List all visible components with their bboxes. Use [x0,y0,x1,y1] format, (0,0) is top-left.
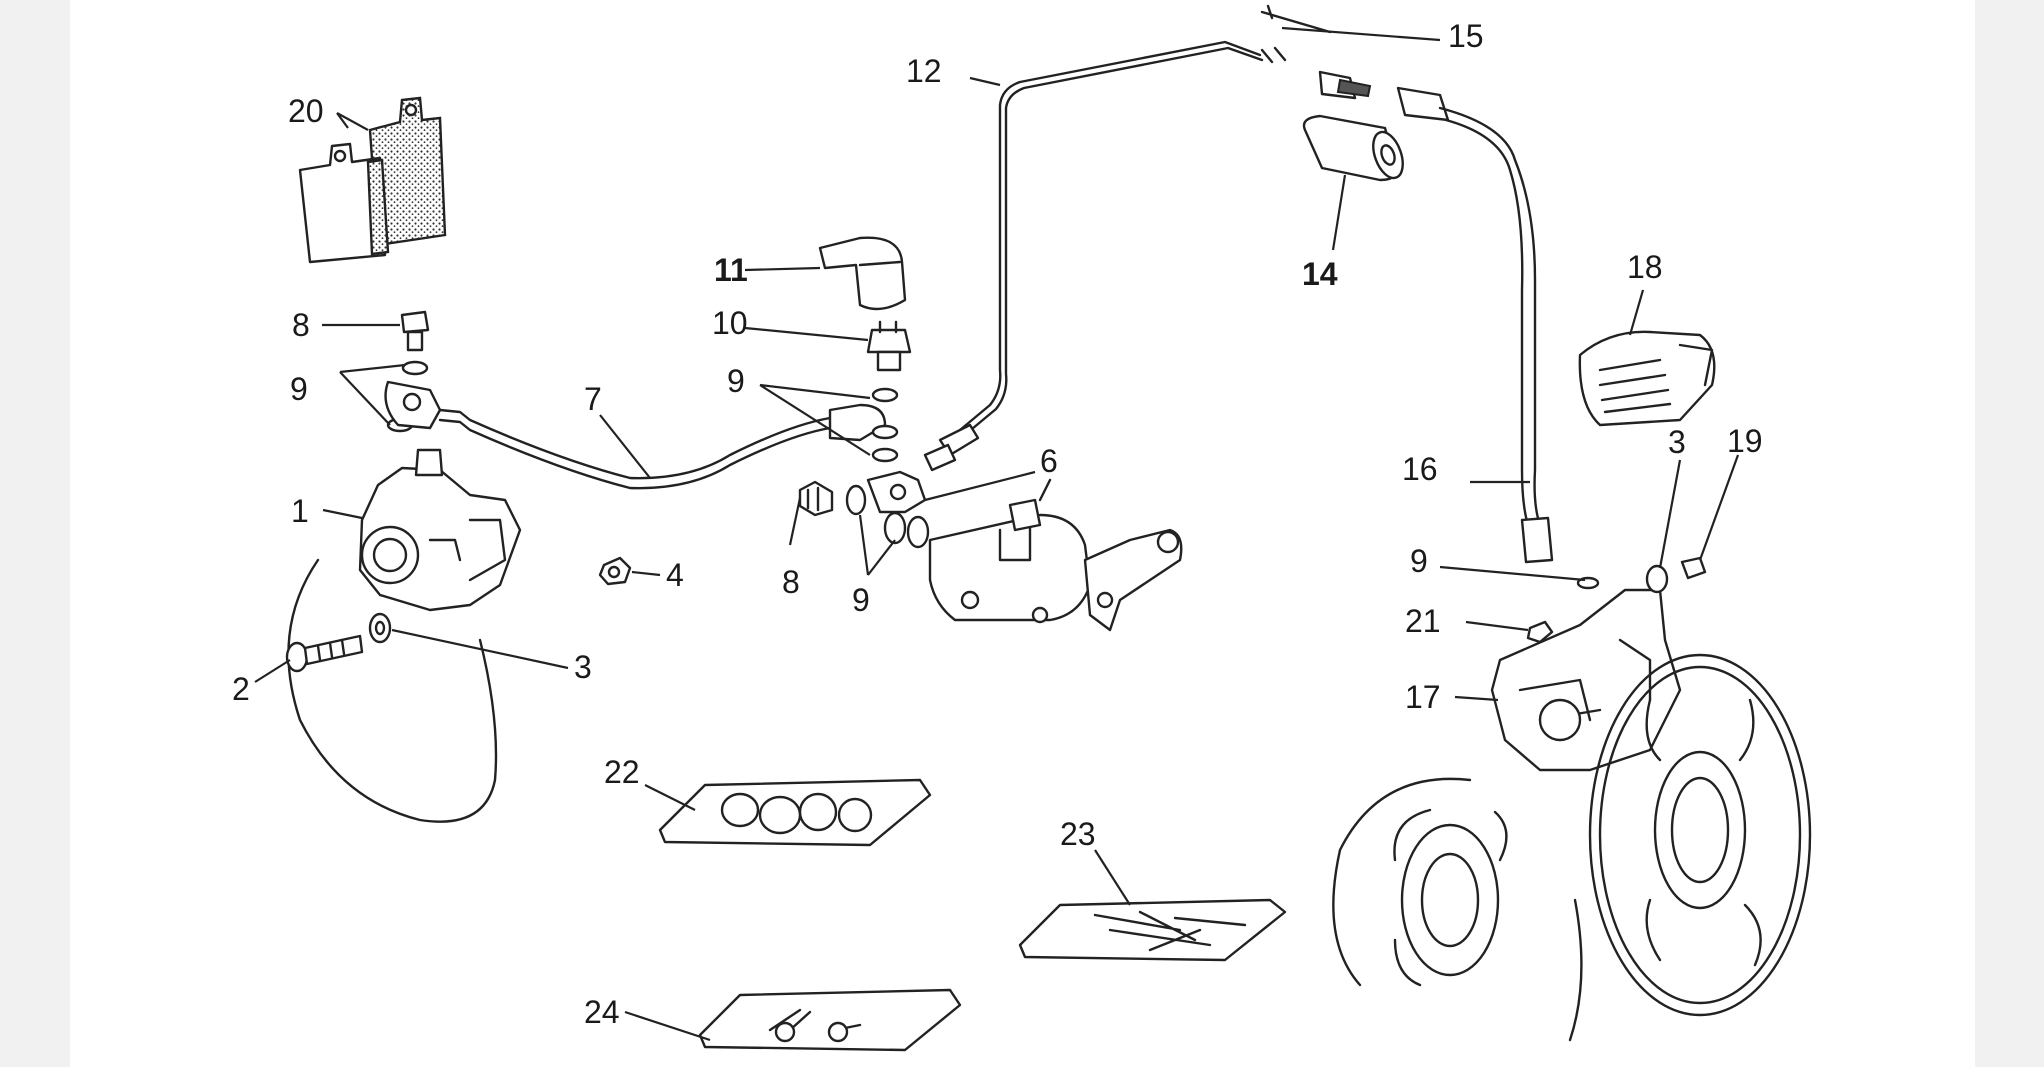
stop-light-switch [866,320,912,372]
switch-cap [818,236,907,311]
front-brake-discs [1332,653,1812,1042]
leader-lines [254,26,1740,1042]
protective-sleeve [1302,114,1404,182]
callout-17: 17 [1405,679,1441,715]
spring-kit-bag [1018,898,1287,962]
callout-labels: 20 11 10 12 15 14 18 8 9 7 9 6 1 4 8 9 1… [232,18,1763,1030]
pipe-fitting [923,70,1372,472]
seal-kit-bag [658,778,932,847]
callout-1: 1 [291,493,309,529]
master-cylinder [928,478,1183,632]
callout-16: 16 [1402,451,1438,487]
callout-3-left: 3 [574,649,592,685]
callout-12: 12 [906,53,942,89]
brake-pads [298,96,447,264]
caliper-bolt-right [1680,556,1707,580]
callout-18: 18 [1627,249,1663,285]
washer [368,612,392,644]
flexible-brake-hose [1396,86,1554,564]
callout-6: 6 [1040,443,1058,479]
callout-2: 2 [232,671,250,707]
callout-8-upper-left: 8 [292,307,310,343]
right-brake-caliper [1490,588,1682,772]
bleed-screw [1260,4,1332,34]
left-brake-caliper [358,448,522,612]
caliper-bolt [285,634,364,673]
caliper-nut-right [1526,620,1554,644]
callout-9-right: 9 [1410,543,1428,579]
callout-24: 24 [584,994,620,1030]
callout-20: 20 [288,93,324,129]
callout-22: 22 [604,754,640,790]
callout-10: 10 [712,305,748,341]
caliper-cover [1578,330,1716,427]
callout-21: 21 [1405,603,1441,639]
callout-8-center: 8 [782,564,800,600]
washer-right [1645,564,1669,594]
callout-19: 19 [1727,423,1763,459]
callout-9-left: 9 [290,371,308,407]
callout-15: 15 [1448,18,1484,54]
callout-14: 14 [1302,256,1338,292]
caliper-nut [598,556,632,586]
callout-4: 4 [666,557,684,593]
callout-7: 7 [584,381,602,417]
callout-3-right: 3 [1668,424,1686,460]
caliper-brake-hose [384,380,887,490]
callout-9-center-lower: 9 [852,582,870,618]
callout-11: 11 [714,252,748,288]
bolt-kit-bag [698,988,962,1052]
callout-23: 23 [1060,816,1096,852]
rigid-brake-pipe [958,40,1262,432]
banjo-bolt-left [400,310,430,352]
sealing-washers-center [871,387,899,463]
union-fitting [866,470,927,514]
callout-9-center-upper: 9 [727,363,745,399]
banjo-bolt-center [798,480,930,549]
